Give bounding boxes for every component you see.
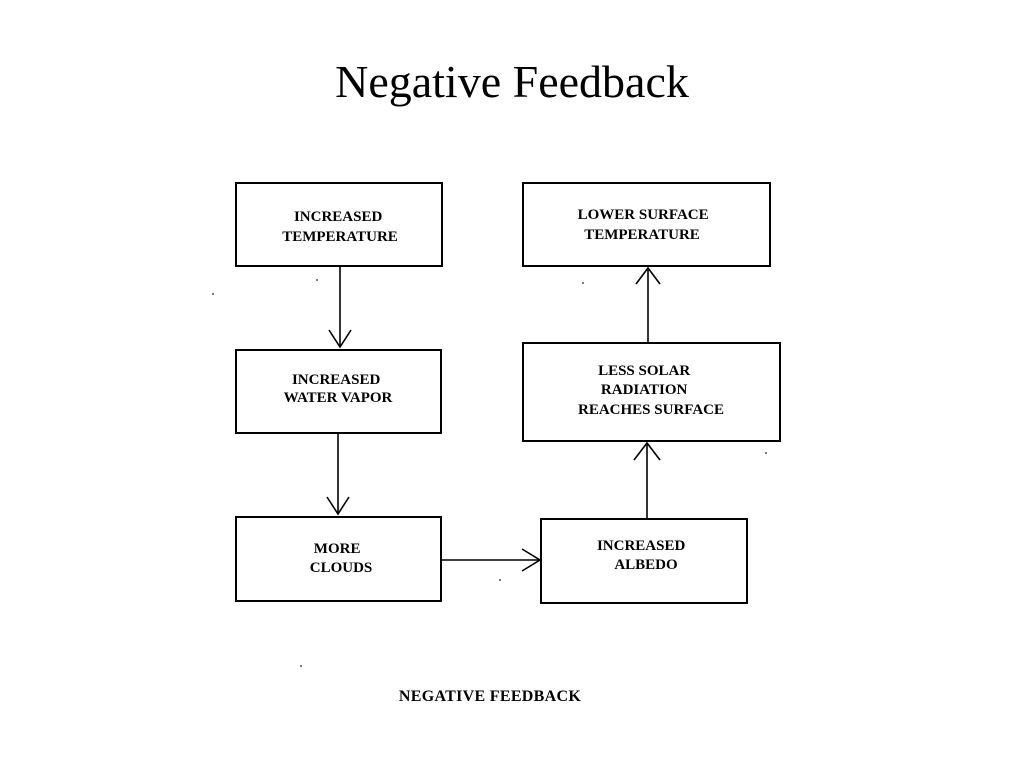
- box-line: WATER VAPOR: [284, 390, 393, 406]
- box-line: TEMPERATURE: [282, 229, 398, 245]
- arrow-clouds-to-albedo: [441, 548, 542, 572]
- scan-speck: [212, 293, 214, 295]
- box-increased-temperature: INCREASED TEMPERATURE: [235, 182, 443, 267]
- arrow-water-vapor-to-clouds: [326, 433, 350, 516]
- scan-speck: [316, 279, 318, 281]
- svg-text:LESS SOLAR RADIATION: LESS SOLAR RADIATION REACHES SURFACE: [578, 363, 724, 418]
- scan-speck: [499, 579, 501, 581]
- box-line: INCREASED: [294, 209, 383, 225]
- box-increased-water-vapor: INCREASED WATER VAPOR: [235, 349, 442, 434]
- svg-text:INCREASED ALBEDO: INCREASED ALBEDO: [597, 538, 689, 573]
- box-line: LESS SOLAR: [598, 363, 690, 379]
- slide-title: Negative Feedback: [335, 56, 689, 107]
- arrow-temperature-to-water-vapor: [328, 266, 352, 349]
- box-line: TEMPERATURE: [584, 227, 700, 243]
- box-less-solar-radiation: LESS SOLAR RADIATION REACHES SURFACE: [522, 342, 781, 442]
- svg-text:MORE CLOUDS: MORE CLOUDS: [310, 541, 373, 576]
- scan-speck: [765, 452, 767, 454]
- box-lower-surface-temperature: LOWER SURFACE TEMPERATURE: [522, 182, 771, 267]
- scan-speck: [300, 665, 302, 667]
- arrow-albedo-to-less-solar: [633, 441, 661, 519]
- box-more-clouds: MORE CLOUDS: [235, 516, 442, 602]
- svg-text:INCREASED TEMPERATURE: INCREASED TEMPERATURE: [282, 209, 398, 245]
- diagram-caption: NEGATIVE FEEDBACK: [398, 688, 582, 705]
- box-line: ALBEDO: [614, 557, 677, 573]
- arrow-less-solar-to-lower-temperature: [635, 266, 661, 343]
- box-line: MORE: [314, 541, 361, 557]
- box-line: CLOUDS: [310, 560, 373, 576]
- box-line: INCREASED: [597, 538, 686, 554]
- box-line: LOWER SURFACE: [578, 207, 709, 223]
- box-line: REACHES SURFACE: [578, 402, 724, 418]
- box-line: RADIATION: [601, 382, 688, 398]
- svg-text:LOWER SURFACE TEMPERATUR: LOWER SURFACE TEMPERATURE: [578, 207, 713, 243]
- scan-speck: [582, 282, 584, 284]
- box-line: INCREASED: [292, 372, 381, 388]
- svg-text:INCREASED WATER VAPOR: INCREASED WATER VAPOR: [284, 372, 393, 406]
- box-increased-albedo: INCREASED ALBEDO: [540, 518, 748, 604]
